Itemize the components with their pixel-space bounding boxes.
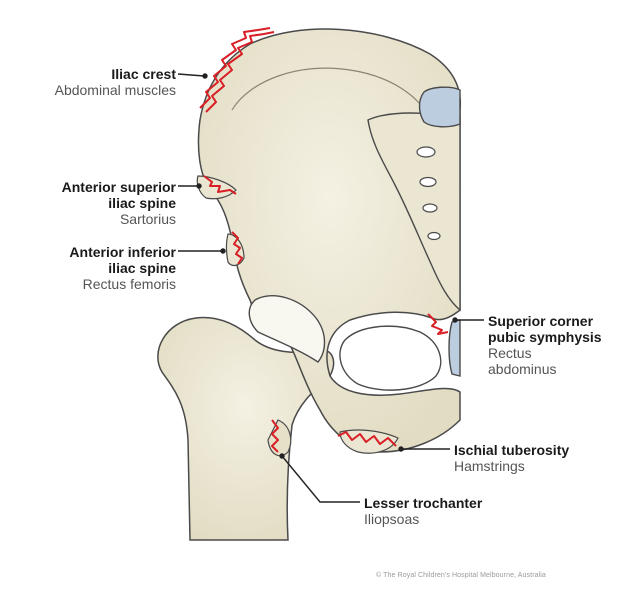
iliac-crest-leader: [178, 74, 204, 76]
iliac-crest-leader-dot: [203, 74, 207, 78]
sacral-foramen: [423, 204, 437, 212]
intervertebral-disc: [420, 87, 461, 127]
label-ischial-tuberosity: Ischial tuberosity Hamstrings: [454, 442, 614, 474]
label-lesser-trochanter: Lesser trochanter Iliopsoas: [364, 495, 544, 527]
label-aiis: Anterior inferior iliac spine Rectus fem…: [20, 244, 176, 292]
asis-leader-dot: [197, 184, 201, 188]
sacral-foramen: [420, 178, 436, 187]
sacral-foramen: [428, 233, 440, 240]
label-iliac-crest: Iliac crest Abdominal muscles: [20, 66, 176, 98]
label-title-line1: Superior corner: [488, 313, 616, 329]
label-muscle: Iliopsoas: [364, 511, 544, 527]
label-muscle: Abdominal muscles: [20, 82, 176, 98]
label-muscle-line1: Rectus: [488, 345, 616, 361]
label-title-line1: Anterior superior: [20, 179, 176, 195]
lesser-trochanter-leader-dot: [280, 454, 284, 458]
sacral-foramen: [417, 147, 435, 157]
lesser-trochanter-leader: [282, 456, 360, 502]
label-title-line2: iliac spine: [20, 195, 176, 211]
label-muscle: Hamstrings: [454, 458, 614, 474]
label-muscle: Rectus femoris: [20, 276, 176, 292]
label-asis: Anterior superior iliac spine Sartorius: [20, 179, 176, 227]
obturator-foramen: [340, 326, 441, 390]
pubic-leader-dot: [453, 318, 457, 322]
ischial-leader-dot: [399, 447, 403, 451]
label-title: Ischial tuberosity: [454, 442, 614, 458]
aiis-leader-dot: [221, 249, 225, 253]
label-title: Iliac crest: [20, 66, 176, 82]
label-title-line2: iliac spine: [20, 260, 176, 276]
label-muscle-line2: abdominus: [488, 361, 616, 377]
label-title-line1: Anterior inferior: [20, 244, 176, 260]
pubic-symphysis-cartilage: [449, 320, 460, 376]
label-title: Lesser trochanter: [364, 495, 544, 511]
copyright-notice: © The Royal Children's Hospital Melbourn…: [376, 572, 546, 579]
label-title-line2: pubic symphysis: [488, 329, 616, 345]
label-pubic-symphysis: Superior corner pubic symphysis Rectus a…: [488, 313, 616, 377]
label-muscle: Sartorius: [20, 211, 176, 227]
